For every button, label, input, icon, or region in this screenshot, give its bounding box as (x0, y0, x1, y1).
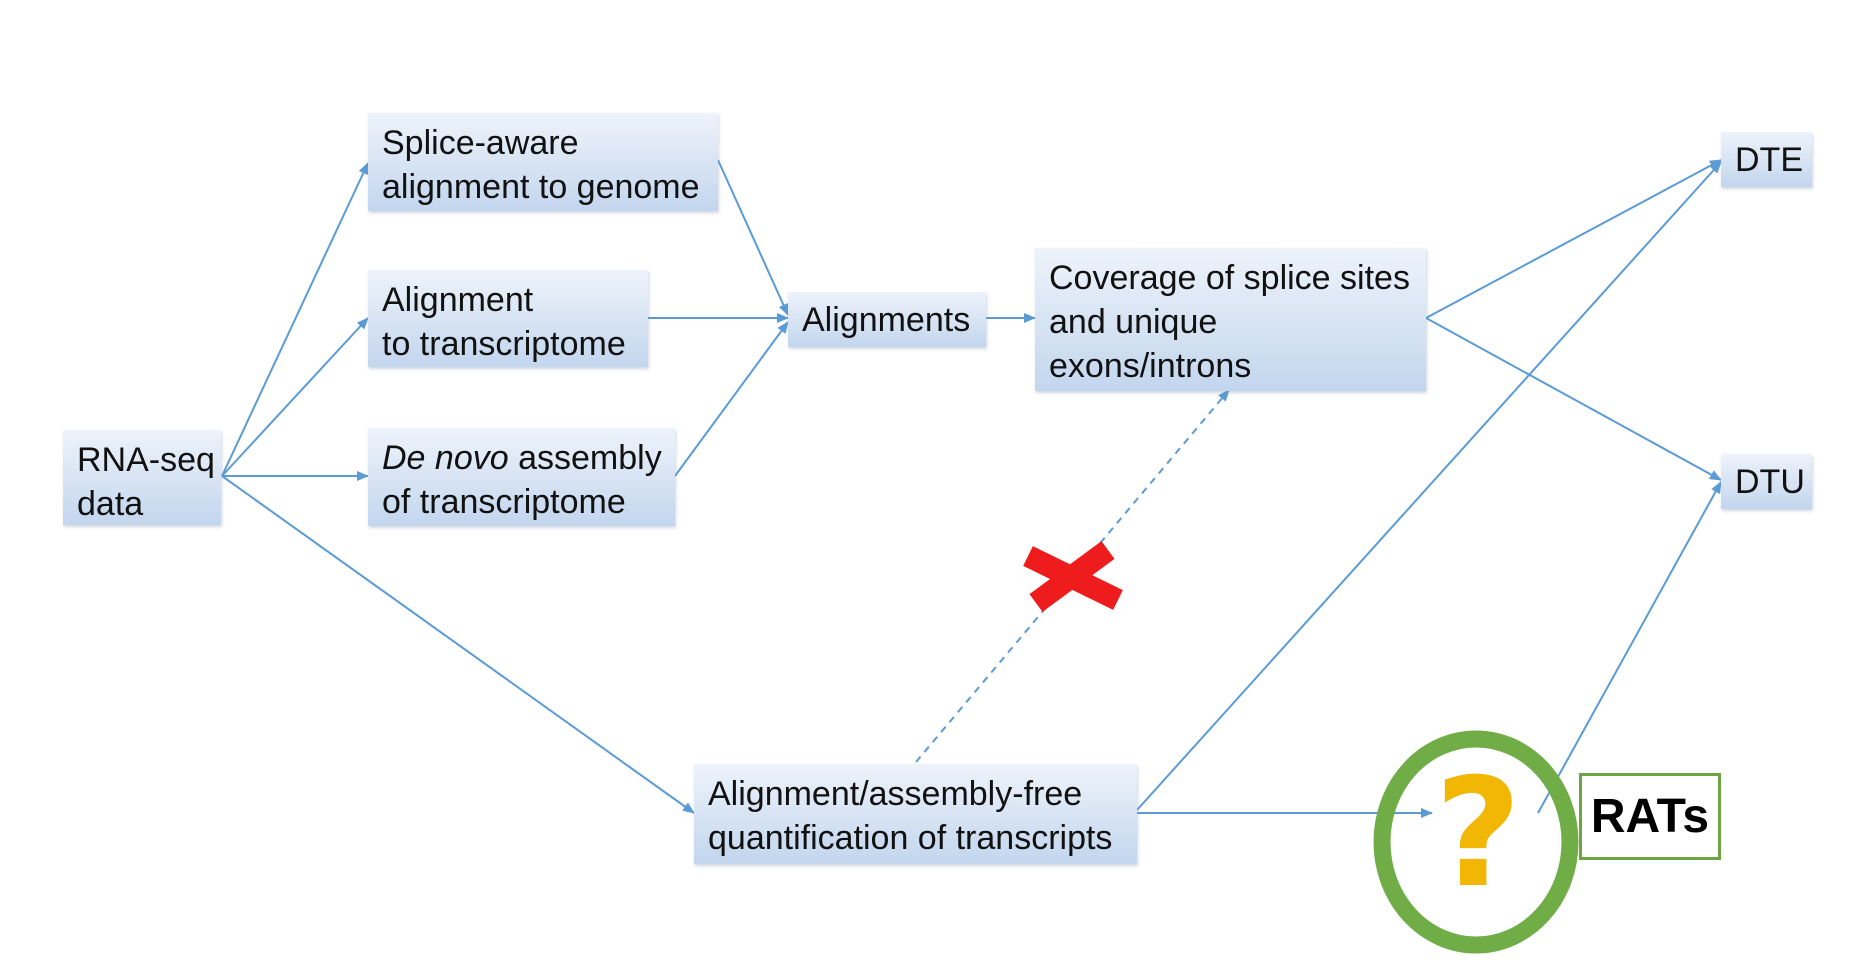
question-mark-icon: ? (1434, 747, 1521, 921)
arrow-rats-to-dtu (1537, 481, 1722, 814)
node-coverage-line3: exons/introns (1049, 347, 1252, 385)
node-transcriptome-line2: to transcriptome (382, 325, 626, 363)
node-denovo-italic: De novo (382, 439, 509, 477)
rats-ring (1373, 730, 1579, 954)
node-denovo-line1: De novo assembly (382, 436, 662, 480)
node-rnaseq-line1: RNA-seq (77, 441, 215, 479)
rats-label: RATs (1579, 773, 1721, 860)
arrow-rnaseq-to-free (221, 475, 695, 814)
node-transcriptome-line1: Alignment (382, 281, 534, 319)
node-rnaseq-data: RNA-seq data (63, 430, 221, 525)
node-splice-line1: Splice-aware (382, 124, 579, 162)
arrow-splice-to-alignments (717, 159, 789, 316)
node-denovo-line2: of transcriptome (382, 483, 626, 521)
node-rnaseq-line2: data (77, 485, 144, 523)
arrow-rnaseq-to-splice (221, 162, 369, 477)
node-coverage: Coverage of splice sites and unique exon… (1035, 248, 1426, 391)
node-denovo-line1-rest: assembly (508, 439, 662, 477)
node-alignment-to-transcriptome: Alignment to transcriptome (368, 270, 648, 367)
node-alignment-free-quantification: Alignment/assembly-free quantification o… (694, 764, 1137, 864)
arrow-free-to-dte (1136, 161, 1722, 811)
node-free-line2: quantification of transcripts (708, 819, 1113, 857)
arrow-denovo-to-alignments (674, 321, 789, 477)
node-coverage-line1: Coverage of splice sites (1049, 259, 1410, 297)
node-dte: DTE (1721, 132, 1812, 187)
arrow-rnaseq-to-transcriptome (221, 317, 369, 477)
node-dtu: DTU (1721, 454, 1812, 509)
arrow-coverage-to-dtu (1425, 317, 1722, 481)
node-alignments: Alignments (788, 292, 986, 347)
node-alignments-label: Alignments (802, 301, 971, 339)
node-coverage-line2: and unique (1049, 303, 1218, 341)
node-splice-aware-alignment: Splice-aware alignment to genome (368, 113, 718, 211)
node-free-line1: Alignment/assembly-free (708, 775, 1083, 813)
node-dtu-label: DTU (1735, 463, 1805, 501)
arrow-coverage-to-dte (1425, 159, 1722, 319)
node-splice-line2: alignment to genome (382, 168, 700, 206)
arrow-free-to-coverage-dashed (915, 389, 1230, 763)
cross-icon (1023, 541, 1123, 612)
node-de-novo-assembly: De novo assembly of transcriptome (368, 428, 675, 526)
node-dte-label: DTE (1735, 141, 1803, 179)
